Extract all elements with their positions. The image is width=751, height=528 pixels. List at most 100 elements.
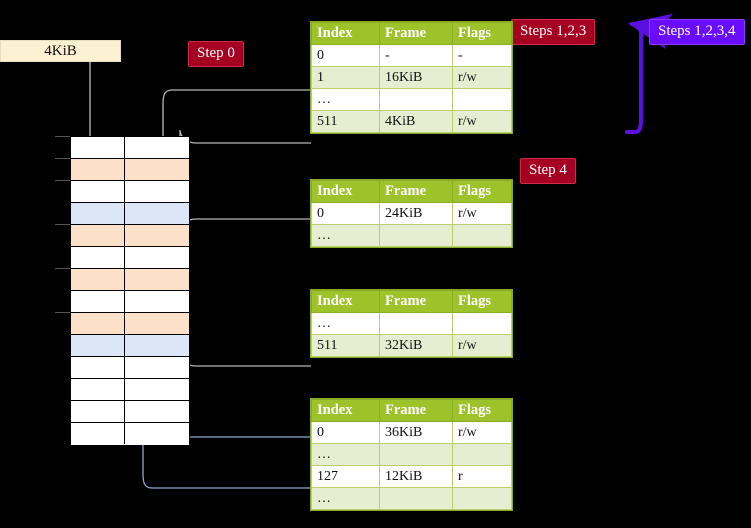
memory-row-tick <box>55 268 70 269</box>
memory-row <box>71 225 189 247</box>
table-cell <box>379 487 453 510</box>
physical-memory-strip <box>70 136 190 445</box>
table-cell: 0 <box>311 202 380 225</box>
badge-step-0: Step 0 <box>188 41 244 67</box>
memory-row-tick <box>55 180 70 181</box>
table-row: … <box>311 88 512 111</box>
table-cell <box>379 88 453 111</box>
table-cell <box>379 312 453 335</box>
column-header-index: Index <box>311 180 380 203</box>
table-cell: 127 <box>311 465 380 488</box>
table-cell: … <box>311 487 380 510</box>
memory-row <box>71 423 189 445</box>
badge-step-0-label: Step 0 <box>197 45 235 61</box>
table-cell: 4KiB <box>379 110 453 133</box>
column-header-flags: Flags <box>452 290 512 313</box>
size-label-4kib: 4KiB <box>0 40 121 62</box>
table-cell: 1 <box>311 66 380 89</box>
column-header-index: Index <box>311 22 380 45</box>
memory-row <box>71 291 189 313</box>
table-cell: r/w <box>452 110 512 133</box>
memory-row <box>71 313 189 335</box>
column-header-flags: Flags <box>452 399 512 422</box>
size-label-text: 4KiB <box>44 42 77 59</box>
memory-row <box>71 335 189 357</box>
table-cell: 511 <box>311 334 380 357</box>
table-cell: … <box>311 312 380 335</box>
column-header-frame: Frame <box>379 399 453 422</box>
table-cell: 36KiB <box>379 421 453 444</box>
badge-step-4-label: Step 4 <box>529 162 567 178</box>
memory-row <box>71 269 189 291</box>
memory-row <box>71 137 189 159</box>
table-row: … <box>311 224 512 247</box>
table-cell <box>452 88 512 111</box>
table-cell: 12KiB <box>379 465 453 488</box>
memory-row <box>71 357 189 379</box>
memory-row <box>71 379 189 401</box>
badge-step-4: Step 4 <box>520 158 576 184</box>
badge-steps-123: Steps 1,2,3 <box>511 19 596 45</box>
table-cell: - <box>379 44 453 67</box>
column-header-index: Index <box>311 290 380 313</box>
table-cell: r/w <box>452 421 512 444</box>
memory-row-tick <box>55 158 70 159</box>
memory-row <box>71 159 189 181</box>
table-cell: r/w <box>452 202 512 225</box>
table-cell: … <box>311 224 380 247</box>
table-row: … <box>311 312 512 335</box>
memory-row <box>71 181 189 203</box>
table-cell <box>452 224 512 247</box>
table-cell <box>452 443 512 466</box>
column-header-frame: Frame <box>379 290 453 313</box>
table-cell: … <box>311 443 380 466</box>
memory-row <box>71 247 189 269</box>
table-cell: - <box>452 44 512 67</box>
memory-row <box>71 401 189 423</box>
memory-row-tick <box>55 312 70 313</box>
table-cell: r <box>452 465 512 488</box>
table-cell: 0 <box>311 44 380 67</box>
column-header-flags: Flags <box>452 180 512 203</box>
column-header-frame: Frame <box>379 180 453 203</box>
memory-row <box>71 203 189 225</box>
column-header-flags: Flags <box>452 22 512 45</box>
table-cell: 24KiB <box>379 202 453 225</box>
table-cell <box>452 312 512 335</box>
table-cell: … <box>311 88 380 111</box>
table-cell: 32KiB <box>379 334 453 357</box>
badge-steps-123-label: Steps 1,2,3 <box>520 23 587 39</box>
memory-strip-divider <box>124 136 125 444</box>
table-row: … <box>311 487 512 510</box>
table-cell <box>379 224 453 247</box>
table-cell: 511 <box>311 110 380 133</box>
table-cell: 0 <box>311 421 380 444</box>
table-cell <box>452 487 512 510</box>
memory-row-tick <box>55 224 70 225</box>
table-cell: r/w <box>452 334 512 357</box>
wire-recursive-violet-arrow <box>625 13 673 134</box>
column-header-index: Index <box>311 399 380 422</box>
badge-steps-1234: Steps 1,2,3,4 <box>649 19 745 45</box>
table-row: 0-- <box>311 44 512 67</box>
table-cell: 16KiB <box>379 66 453 89</box>
table-cell: r/w <box>452 66 512 89</box>
column-header-frame: Frame <box>379 22 453 45</box>
table-row: … <box>311 443 512 466</box>
badge-steps-1234-label: Steps 1,2,3,4 <box>658 23 736 39</box>
